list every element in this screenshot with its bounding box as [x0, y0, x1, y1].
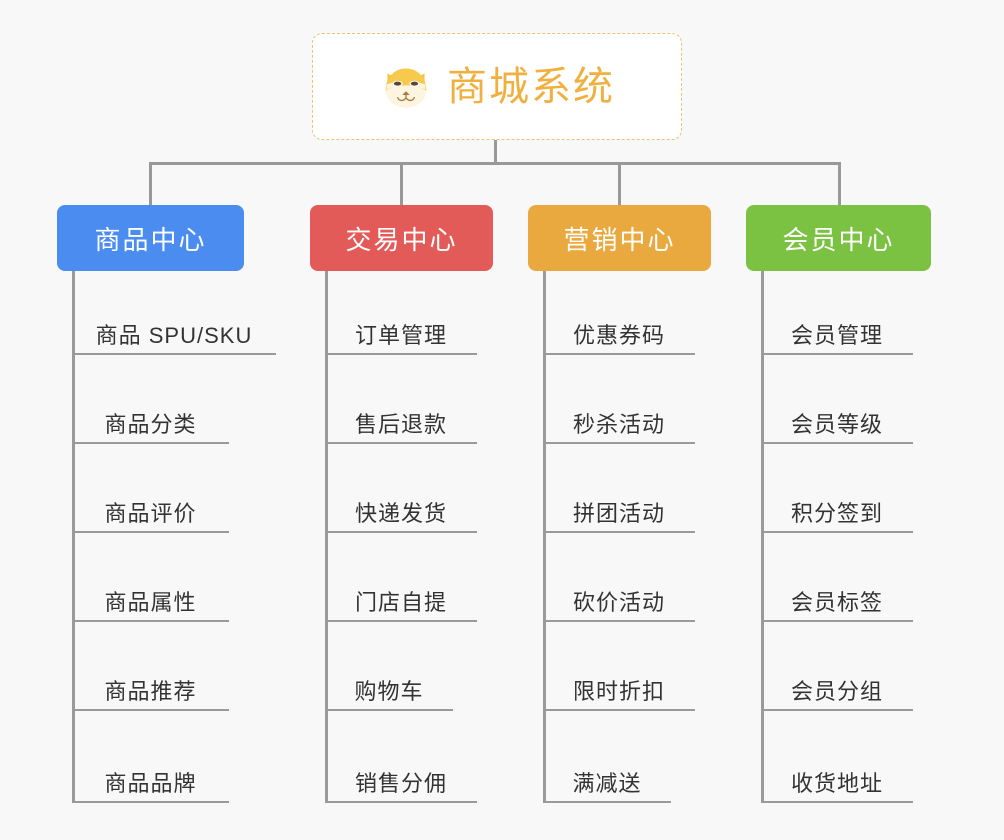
leaf-item[interactable]: 售后退款: [325, 392, 477, 444]
leaf-label: 会员等级: [790, 411, 883, 437]
leaf-item[interactable]: 商品分类: [72, 392, 229, 444]
connector-drop-column-2: [400, 162, 403, 207]
leaf-label: 商品 SPU/SKU: [95, 322, 253, 348]
connector-drop-column-3: [618, 162, 621, 207]
leaf-label: 积分签到: [790, 500, 883, 526]
spine-column-2: [325, 271, 328, 803]
leaf-item[interactable]: 会员标签: [761, 570, 913, 622]
root-title: 商城系统: [447, 64, 615, 109]
leaf-label: 限时折扣: [572, 678, 665, 704]
leaf-label: 销售分佣: [354, 770, 447, 796]
leaf-label: 满减送: [572, 770, 642, 796]
leaf-label: 商品品牌: [104, 770, 197, 796]
spine-column-4: [761, 271, 764, 803]
category-title: 营销中心: [563, 224, 676, 255]
category-title: 会员中心: [782, 224, 895, 255]
leaf-item[interactable]: 会员分组: [761, 659, 913, 711]
leaf-item[interactable]: 商品评价: [72, 481, 229, 533]
leaf-item[interactable]: 会员等级: [761, 392, 913, 444]
leaf-item[interactable]: 商品品牌: [72, 751, 229, 803]
connector-drop-column-1: [149, 162, 152, 207]
leaf-label: 购物车: [354, 678, 424, 704]
leaf-label: 商品评价: [104, 500, 197, 526]
leaf-item[interactable]: 购物车: [325, 659, 453, 711]
connector-horizontal-bus: [149, 162, 841, 165]
leaf-label: 商品分类: [104, 411, 197, 437]
category-title: 交易中心: [345, 224, 458, 255]
leaf-item[interactable]: 商品推荐: [72, 659, 229, 711]
spine-column-1: [72, 271, 75, 803]
leaf-label: 门店自提: [354, 589, 447, 615]
leaf-label: 拼团活动: [572, 500, 665, 526]
leaf-label: 订单管理: [354, 322, 447, 348]
leaf-item[interactable]: 订单管理: [325, 303, 477, 355]
category-header-member-center[interactable]: 会员中心: [746, 205, 931, 271]
leaf-item[interactable]: 收货地址: [761, 751, 913, 803]
leaf-item[interactable]: 门店自提: [325, 570, 477, 622]
leaf-label: 优惠券码: [572, 322, 665, 348]
connector-drop-column-4: [838, 162, 841, 207]
leaf-label: 收货地址: [790, 770, 883, 796]
root-node[interactable]: 商城系统: [312, 33, 682, 140]
category-header-product-center[interactable]: 商品中心: [57, 205, 244, 271]
leaf-item[interactable]: 砍价活动: [543, 570, 695, 622]
category-header-marketing-center[interactable]: 营销中心: [528, 205, 711, 271]
leaf-item[interactable]: 商品 SPU/SKU: [72, 303, 276, 355]
leaf-item[interactable]: 快递发货: [325, 481, 477, 533]
spine-column-3: [543, 271, 546, 803]
leaf-label: 商品属性: [104, 589, 197, 615]
leaf-label: 会员管理: [790, 322, 883, 348]
leaf-label: 秒杀活动: [572, 411, 665, 437]
leaf-label: 商品推荐: [104, 678, 197, 704]
category-header-trade-center[interactable]: 交易中心: [310, 205, 493, 271]
category-title: 商品中心: [94, 224, 207, 255]
leaf-item[interactable]: 限时折扣: [543, 659, 695, 711]
shiba-dog-face-icon: [385, 67, 427, 107]
leaf-item[interactable]: 销售分佣: [325, 751, 477, 803]
leaf-item[interactable]: 拼团活动: [543, 481, 695, 533]
leaf-label: 会员标签: [790, 589, 883, 615]
connector-root-stem: [494, 140, 497, 165]
leaf-item[interactable]: 满减送: [543, 751, 671, 803]
leaf-label: 砍价活动: [572, 589, 665, 615]
leaf-label: 会员分组: [790, 678, 883, 704]
leaf-item[interactable]: 会员管理: [761, 303, 913, 355]
leaf-label: 售后退款: [354, 411, 447, 437]
leaf-item[interactable]: 商品属性: [72, 570, 229, 622]
leaf-item[interactable]: 积分签到: [761, 481, 913, 533]
leaf-item[interactable]: 优惠券码: [543, 303, 695, 355]
leaf-label: 快递发货: [354, 500, 447, 526]
leaf-item[interactable]: 秒杀活动: [543, 392, 695, 444]
